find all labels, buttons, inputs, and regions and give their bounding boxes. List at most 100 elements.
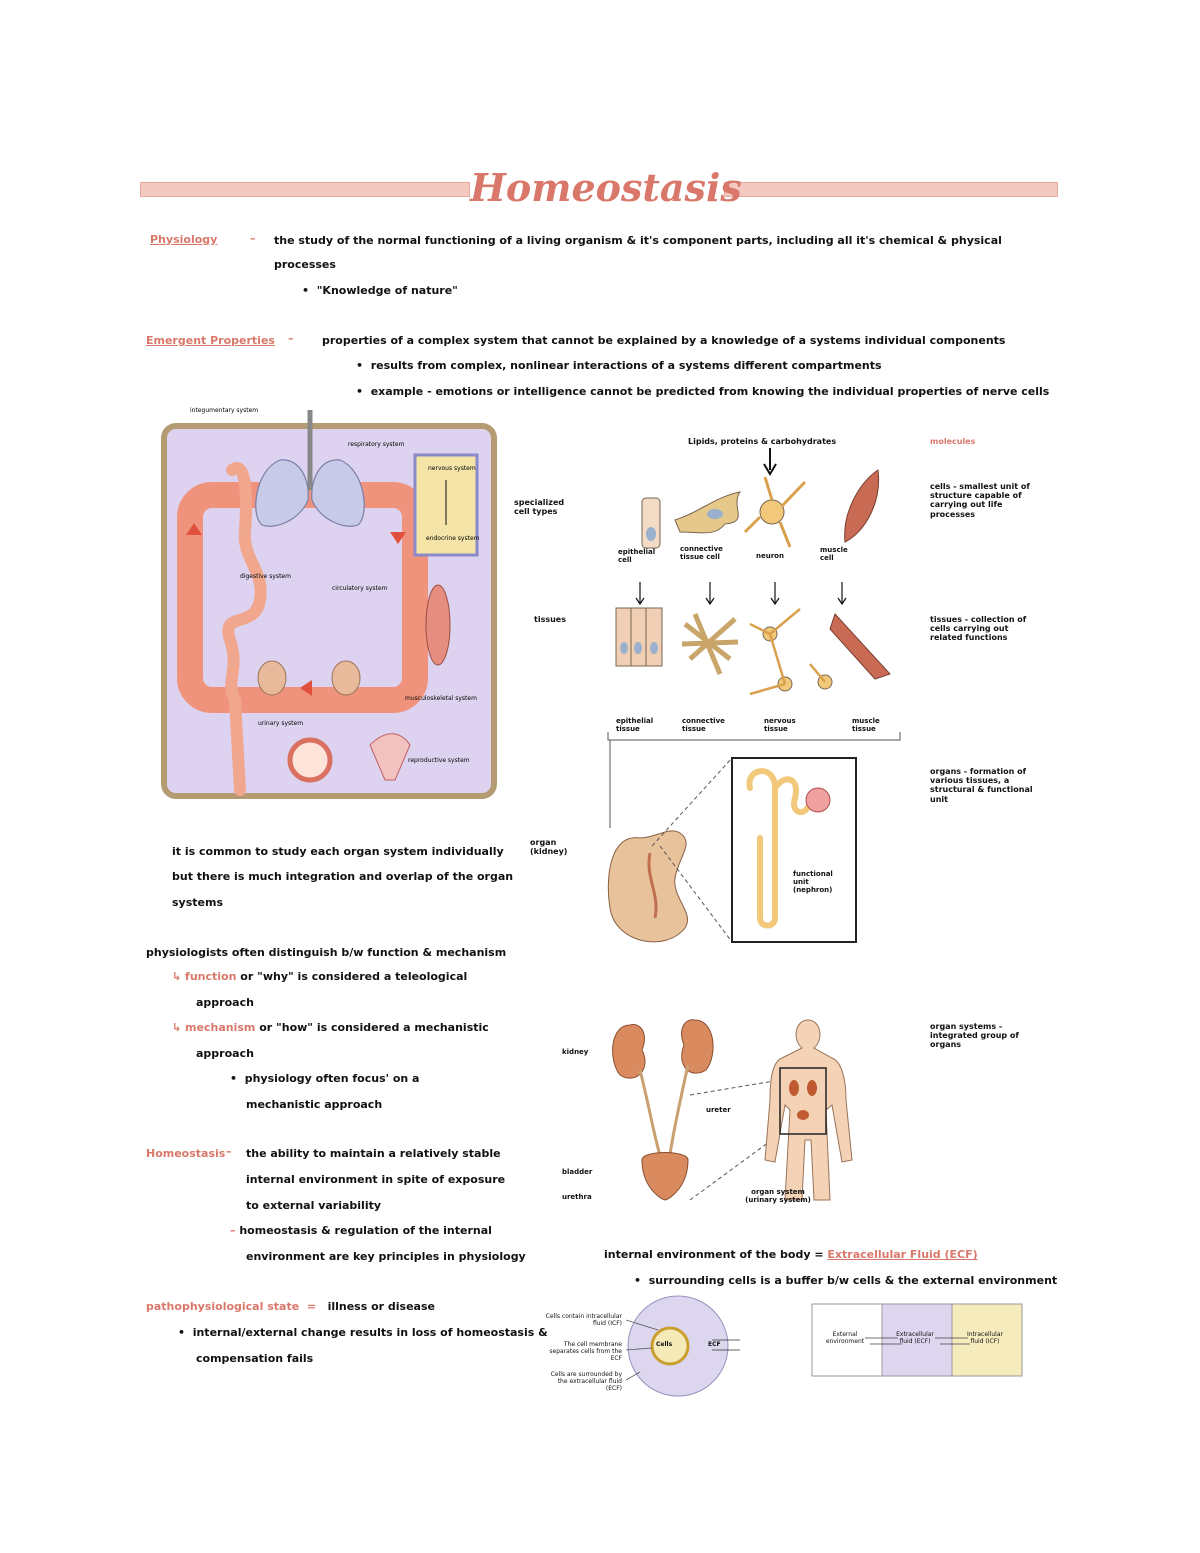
tissues-def: tissues - collection of cells carrying o… [930, 615, 1027, 643]
nervous-tissue [762, 626, 833, 692]
nervous-label: nervous system [428, 465, 476, 472]
neuron-cell [759, 499, 785, 525]
cell-connective-label: connective tissue cell [680, 545, 723, 562]
mech-bullet-1: • physiology often focus' on a [230, 1072, 420, 1085]
mechanism-arrow-icon: ↳ [172, 1021, 186, 1034]
physiology-bullet: • "Knowledge of nature" [302, 284, 458, 297]
circulatory-arrow-up-icon [186, 523, 202, 535]
organ-note-3: systems [172, 896, 223, 909]
homeo-line-3: to external variability [246, 1199, 382, 1212]
homeo-line-5: environment are key principles in physio… [246, 1250, 526, 1263]
molecules-arrow-icon [763, 448, 777, 476]
mech-bullet-2: mechanistic approach [246, 1098, 383, 1111]
circulatory-arrow-down-icon [390, 532, 406, 544]
patho-term: pathophysiological state [146, 1300, 300, 1313]
lungs-icon [255, 459, 365, 527]
physiology-def-1: the study of the normal functioning of a… [274, 234, 1002, 247]
mech-bullet-1-text: physiology often focus' on a [244, 1072, 420, 1085]
muscle [425, 584, 451, 666]
homeo-line-4: – homeostasis & regulation of the intern… [230, 1224, 492, 1237]
homeostasis-term: Homeostasis [146, 1147, 226, 1160]
homeo-line-4-text: homeostasis & regulation of the internal [239, 1224, 492, 1237]
ecf-circle-label: ECF [708, 1341, 721, 1348]
organ-note-1: it is common to study each organ system … [172, 845, 504, 858]
title-bar-left [140, 182, 470, 197]
cell-circle [650, 1326, 690, 1366]
physiology-dash: – [250, 232, 256, 245]
homeo-line-2: internal environment in spite of exposur… [246, 1173, 506, 1186]
respiratory-label: respiratory system [348, 441, 405, 448]
intracellular-box [951, 1303, 1023, 1377]
specialized-label: specialized cell types [514, 498, 565, 517]
organ-systems-diagram: respiratory system integumentary system … [161, 407, 497, 799]
emergent-def: properties of a complex system that cann… [322, 334, 1006, 347]
cells-def: cells - smallest unit of structure capab… [930, 482, 1030, 519]
organ-note-2: but there is much integration and overla… [172, 870, 514, 883]
human-body-icon [764, 1019, 853, 1201]
endocrine-label: endocrine system [426, 535, 480, 542]
extracellular-box [881, 1303, 953, 1377]
mechanism-line-2: approach [196, 1047, 254, 1060]
digestive-label: digestive system [240, 573, 291, 580]
reproductive-label: reproductive system [408, 757, 470, 764]
function-line-2: approach [196, 996, 254, 1009]
molecules-label: molecules [930, 437, 976, 446]
left-kidney [257, 660, 287, 696]
internal-env-bullet: • surrounding cells is a buffer b/w cell… [634, 1274, 1058, 1287]
tissue-epithelial-label: epithelial tissue [616, 717, 654, 734]
patho-bullet-2: compensation fails [196, 1352, 314, 1365]
internal-env-heading: internal environment of the body = Extra… [604, 1248, 978, 1262]
cell-muscle-label: muscle cell [820, 546, 848, 563]
molecules-heading: Lipids, proteins & carbohydrates [688, 437, 837, 446]
cell-ecf-diagram [625, 1295, 740, 1397]
function-line: ↳ function or "why" is considered a tele… [172, 970, 467, 984]
cell-epithelial-label: epithelial cell [618, 548, 656, 565]
right-kidney [331, 660, 361, 696]
physiology-bullet-text: "Knowledge of nature" [316, 284, 458, 297]
physiology-term: Physiology [150, 233, 218, 246]
epithelial-tissue [615, 607, 663, 667]
tissues-illustration [615, 607, 891, 696]
emergent-bullet-2-text: example - emotions or intelligence canno… [370, 385, 1050, 398]
internal-env-heading-text: internal environment of the body = [604, 1248, 824, 1261]
homeostasis-dash: – [226, 1145, 232, 1158]
emergent-dash: – [288, 332, 294, 345]
integumentary-label: integumentary system [190, 407, 258, 414]
circulatory-label: circulatory system [332, 585, 388, 592]
compartment-diagram [811, 1303, 1023, 1377]
function-rest: or "why" is considered a teleological [240, 970, 468, 983]
mechanism-term: mechanism [185, 1021, 256, 1034]
muscle-cell [844, 469, 880, 543]
patho-line: pathophysiological state = illness or di… [146, 1300, 435, 1313]
muscle-tissue [829, 613, 891, 680]
musculoskeletal-label: musculoskeletal system [405, 695, 477, 702]
organ-system-illustration [612, 1019, 853, 1201]
cell-to-tissue-arrows [635, 582, 847, 606]
organ-illustration [607, 732, 901, 943]
kidney-organ [607, 830, 688, 943]
ecf-note: Cells are surrounded by the extracellula… [550, 1371, 622, 1392]
function-arrow-icon: ↳ [172, 970, 186, 983]
reproductive-organ [369, 733, 411, 781]
title-bar-right [724, 182, 1058, 197]
nephron-icon [746, 768, 813, 929]
page-title: Homeostasis [470, 165, 742, 210]
emergent-bullet-2: • example - emotions or intelligence can… [356, 385, 1050, 398]
extracellular-label: Extracellular fluid (ECF) [896, 1331, 934, 1345]
organ-def: organs - formation of various tissues, a… [930, 767, 1033, 804]
functional-unit-label: functional unit (nephron) [793, 870, 833, 895]
internal-env-ecf-term: Extracellular Fluid (ECF) [827, 1248, 978, 1261]
urinary-focus-box [779, 1067, 827, 1135]
urinary-label: urinary system [258, 720, 303, 727]
cells-illustration [641, 469, 880, 549]
tissue-bracket [607, 732, 901, 741]
cells-circle-label: Cells [656, 1341, 673, 1348]
bladder-organ [641, 1152, 689, 1201]
organ-system-def: organ systems - integrated group of orga… [930, 1022, 1019, 1050]
emergent-term: Emergent Properties [146, 334, 275, 347]
icf-note: Cells contain intracellular fluid (ICF) [545, 1313, 622, 1327]
bladder-label: bladder [562, 1168, 593, 1176]
urinary-bladder [287, 737, 333, 783]
intracellular-label: Intracellular fluid (ICF) [966, 1331, 1003, 1345]
organ-label: organ (kidney) [530, 838, 568, 857]
